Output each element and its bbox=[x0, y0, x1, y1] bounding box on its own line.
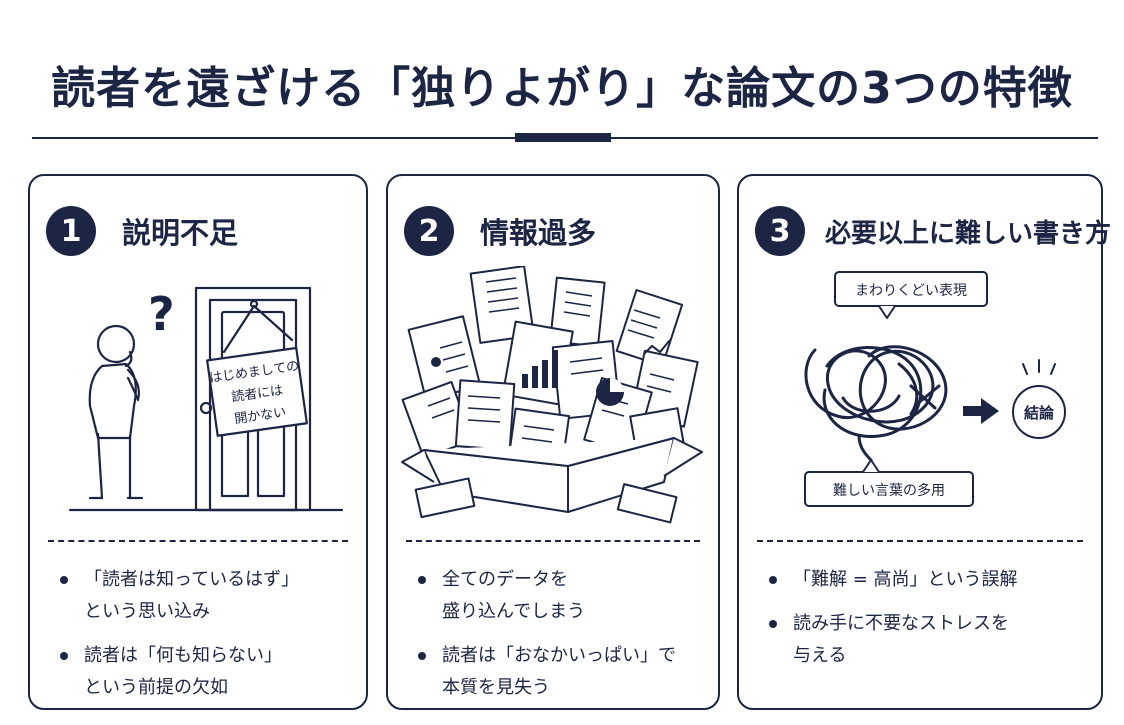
card-information-overload: 2 情報過多 bbox=[386, 174, 720, 710]
page-title: 読者を遠ざける「独りよがり」な論文の3つの特徴 bbox=[51, 63, 1073, 114]
card-heading: 説明不足 bbox=[122, 216, 239, 250]
divider bbox=[48, 540, 348, 542]
tangled-path-illustration: まわりくどい表現 難しい言葉の多用 結論 bbox=[804, 271, 1066, 507]
speech-bubble-top bbox=[834, 271, 988, 307]
card-header: 2 情報過多 bbox=[404, 206, 596, 256]
bullet-list: 全てのデータを 盛り込んでしまう 読者は「おなかいっぱい」で 本質を見失う bbox=[412, 564, 708, 716]
sign-line-3: 開かない bbox=[234, 405, 288, 427]
bubble-bottom-text: 難しい言葉の多用 bbox=[833, 482, 945, 499]
pie-chart-icon bbox=[596, 378, 624, 406]
conclusion-text: 結論 bbox=[1024, 404, 1055, 422]
number-badge: 1 bbox=[46, 206, 96, 256]
bullet-item: 読者は「何も知らない」 という前提の欠如 bbox=[54, 640, 356, 704]
divider bbox=[406, 540, 700, 542]
bubble-top-text: まわりくどい表現 bbox=[855, 283, 967, 299]
closed-door-illustration: ? はじめましての 読者には 開かない bbox=[68, 286, 344, 512]
question-mark: ? bbox=[148, 287, 175, 341]
card-heading: 必要以上に難しい書き方 bbox=[825, 218, 1112, 249]
bar-chart-icon bbox=[522, 350, 558, 388]
card-header: 1 説明不足 bbox=[46, 206, 238, 256]
sparkle-lines bbox=[1022, 359, 1056, 375]
card-heading: 情報過多 bbox=[480, 216, 597, 250]
conclusion-circle bbox=[1012, 385, 1066, 439]
number-badge: 3 bbox=[755, 206, 805, 256]
sign-line-2: 読者には bbox=[230, 382, 284, 405]
speech-bubble-bottom bbox=[804, 471, 974, 507]
divider bbox=[757, 540, 1083, 542]
number-badge: 2 bbox=[404, 206, 454, 256]
bullet-item: 「読者は知っているはず」 という思い込み bbox=[54, 564, 356, 628]
bullet-item: 「難解 = 高尚」という誤解 bbox=[763, 564, 1091, 596]
card-insufficient-explanation: 1 説明不足 ? bbox=[28, 174, 368, 710]
card-header: 3 必要以上に難しい書き方 bbox=[755, 206, 1111, 256]
tangle-scribble bbox=[804, 345, 948, 462]
bullet-list: 「難解 = 高尚」という誤解 読み手に不要なストレスを 与える bbox=[763, 564, 1091, 684]
bullet-item: 読者は「おなかいっぱい」で 本質を見失う bbox=[412, 640, 708, 704]
title-divider-accent bbox=[515, 133, 611, 142]
card-overly-difficult-writing: 3 必要以上に難しい書き方 bbox=[737, 174, 1111, 710]
overflowing-box-illustration bbox=[401, 266, 703, 524]
person-head bbox=[96, 432, 132, 500]
arrow-right-icon bbox=[963, 398, 999, 424]
bullet-item: 全てのデータを 盛り込んでしまう bbox=[412, 564, 708, 628]
bullet-list: 「読者は知っているはず」 という思い込み 読者は「何も知らない」 という前提の欠… bbox=[54, 564, 356, 716]
bullet-item: 読み手に不要なストレスを 与える bbox=[763, 608, 1091, 672]
